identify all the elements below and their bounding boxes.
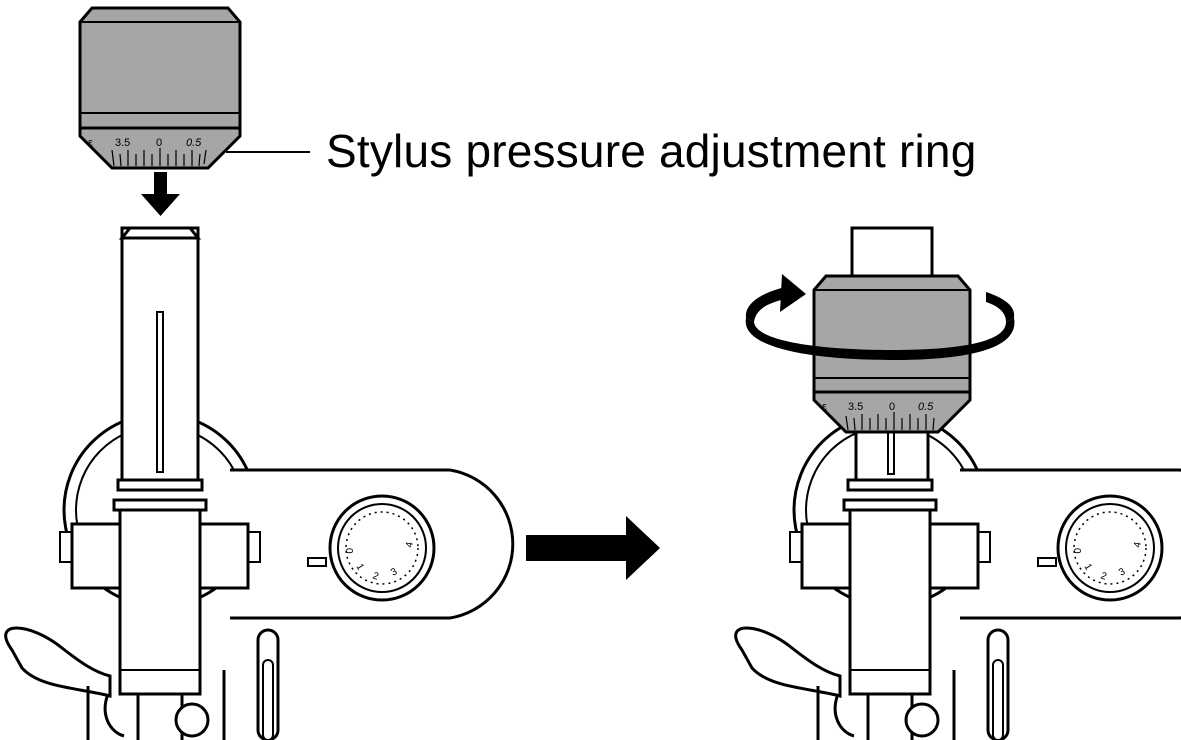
callout-label: Stylus pressure adjustment ring bbox=[326, 125, 977, 177]
ring-scale-left: 3.5 bbox=[115, 137, 130, 149]
svg-text:4: 4 bbox=[1132, 541, 1144, 549]
svg-text:0: 0 bbox=[1071, 548, 1082, 554]
svg-text:2: 2 bbox=[1099, 570, 1108, 582]
ring-scale-right: 0.5 bbox=[186, 137, 202, 149]
svg-text:0: 0 bbox=[889, 401, 895, 413]
svg-text:1: 1 bbox=[1081, 562, 1094, 573]
dial-label-1: 1 bbox=[353, 562, 366, 573]
svg-text:3: 3 bbox=[1117, 566, 1128, 579]
dial-label-2: 2 bbox=[371, 570, 380, 582]
svg-text:ε: ε bbox=[88, 137, 93, 149]
adjustment-ring-detached: 3.5 0 0.5 ε bbox=[78, 6, 242, 170]
svg-text:3.5: 3.5 bbox=[848, 401, 863, 413]
svg-text:0.5: 0.5 bbox=[918, 401, 934, 413]
adjustment-ring-mounted: 3.5 0 0.5 ε bbox=[812, 274, 972, 434]
down-arrow-icon bbox=[141, 172, 180, 216]
dial-label-0: 0 bbox=[343, 548, 354, 554]
dial-label-4: 4 bbox=[404, 541, 416, 549]
svg-text:ε: ε bbox=[822, 401, 827, 413]
right-arrow-icon bbox=[526, 516, 660, 580]
rotate-arrow-icon bbox=[745, 274, 1015, 360]
left-assembly: 0 1 2 3 4 bbox=[4, 226, 515, 740]
ring-scale-center: 0 bbox=[156, 137, 162, 149]
dial-label-3: 3 bbox=[389, 566, 400, 579]
